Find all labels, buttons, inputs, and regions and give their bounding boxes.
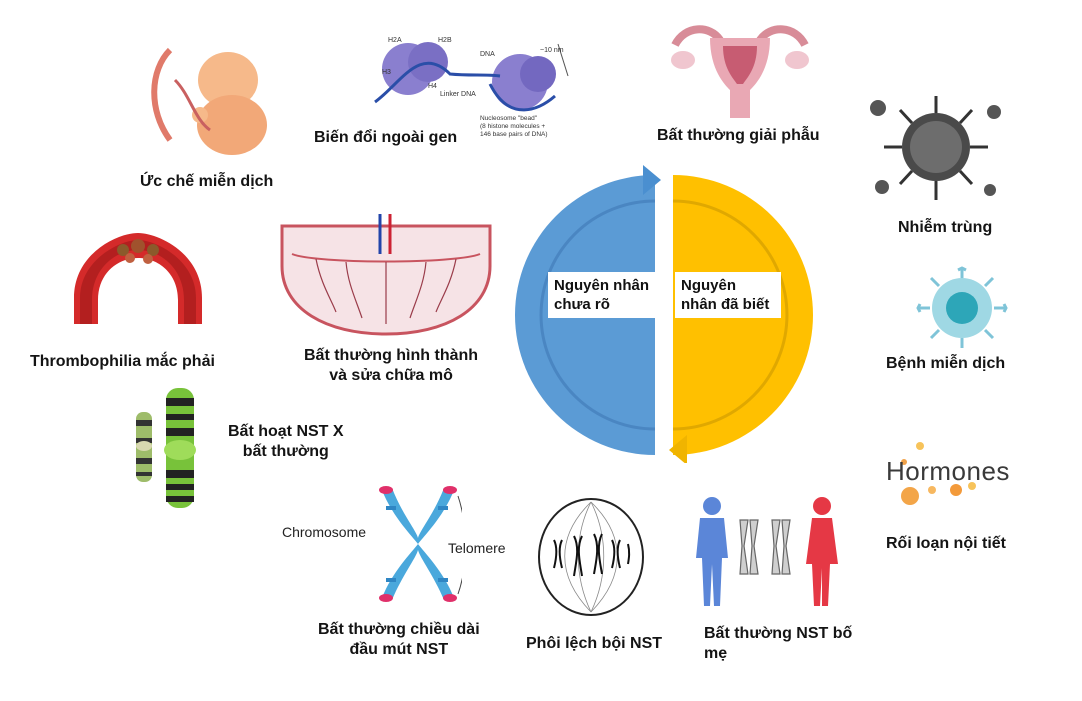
h3-label: H3 <box>382 69 391 76</box>
blue-arrow-head <box>643 165 661 195</box>
endocrine-label: Rối loạn nội tiết <box>886 535 1006 552</box>
telomere-label-line2: đầu mút NST <box>349 641 449 658</box>
bead-label-line2: (8 histone molecules + <box>480 123 545 130</box>
epigenetic-label: Biến đổi ngoài gen <box>314 129 458 146</box>
x-inactivation-line2: bất thường <box>242 443 329 460</box>
h2b-label: H2B <box>438 37 452 44</box>
aneuploidy-cell-illustration <box>538 498 644 616</box>
thrombophilia-label: Thrombophilia mắc phải <box>30 353 215 370</box>
tissue-label: Bất thường hình thành và sửa chữa mô <box>304 346 478 386</box>
bead-label-line3: 146 base pairs of DNA) <box>480 131 548 138</box>
aneuploidy-label: Phôi lệch bội NST <box>526 635 663 652</box>
uterus-illustration <box>671 25 809 118</box>
nucleosome-illustration: H2A H2B H3 H4 DNA ~10 nm Linker DNA Nucl… <box>374 37 569 138</box>
x-inactivation-line1: Bất hoạt NST X <box>228 423 344 440</box>
telomere-label: Bất thường chiều dài đầu mút NST <box>318 620 480 660</box>
known-causes-label: Nguyên nhân đã biết <box>675 272 781 318</box>
hormones-word: Hormones <box>886 456 1010 486</box>
virus-illustration <box>870 96 1001 200</box>
telomere-word: Telomere <box>448 540 506 556</box>
dna-label: DNA <box>480 51 495 58</box>
telomere-label-line1: Bất thường chiều dài <box>318 621 480 638</box>
immune-suppression-label: Ức chế miễn dịch <box>140 173 274 190</box>
hormone-dots <box>901 442 976 505</box>
immune-cell-illustration <box>916 266 1008 348</box>
tissue-label-line1: Bất thường hình thành <box>304 347 479 364</box>
blood-vessel-illustration <box>74 233 202 324</box>
anatomical-label: Bất thường giải phẫu <box>657 127 820 144</box>
parental-label-line2: mẹ <box>704 645 728 662</box>
size-label: ~10 nm <box>540 47 564 54</box>
chromosome-word: Chromosome <box>282 524 367 540</box>
telomere-chromosome-illustration <box>379 486 462 602</box>
unknown-causes-label: Nguyên nhân chưa rõ <box>548 272 656 318</box>
parental-label-line1: Bất thường NST bố <box>704 625 853 642</box>
linker-dna-label: Linker DNA <box>440 91 476 98</box>
bead-label-line1: Nucleosome "bead" <box>480 115 538 122</box>
infection-label: Nhiễm trùng <box>898 219 993 236</box>
placenta-illustration <box>280 214 492 336</box>
h4-label: H4 <box>428 83 437 90</box>
x-chromosome-illustration <box>136 388 196 508</box>
tissue-label-line2: và sửa chữa mô <box>329 367 453 384</box>
fetus-illustration <box>151 47 267 155</box>
h2a-label: H2A <box>388 37 402 44</box>
parental-label: Bất thường NST bố mẹ <box>704 624 852 664</box>
immune-disease-label: Bệnh miễn dịch <box>886 355 1006 372</box>
yellow-arrow-head <box>669 435 687 463</box>
x-inactivation-label: Bất hoạt NST X bất thường <box>228 422 344 462</box>
parents-illustration <box>696 497 838 606</box>
